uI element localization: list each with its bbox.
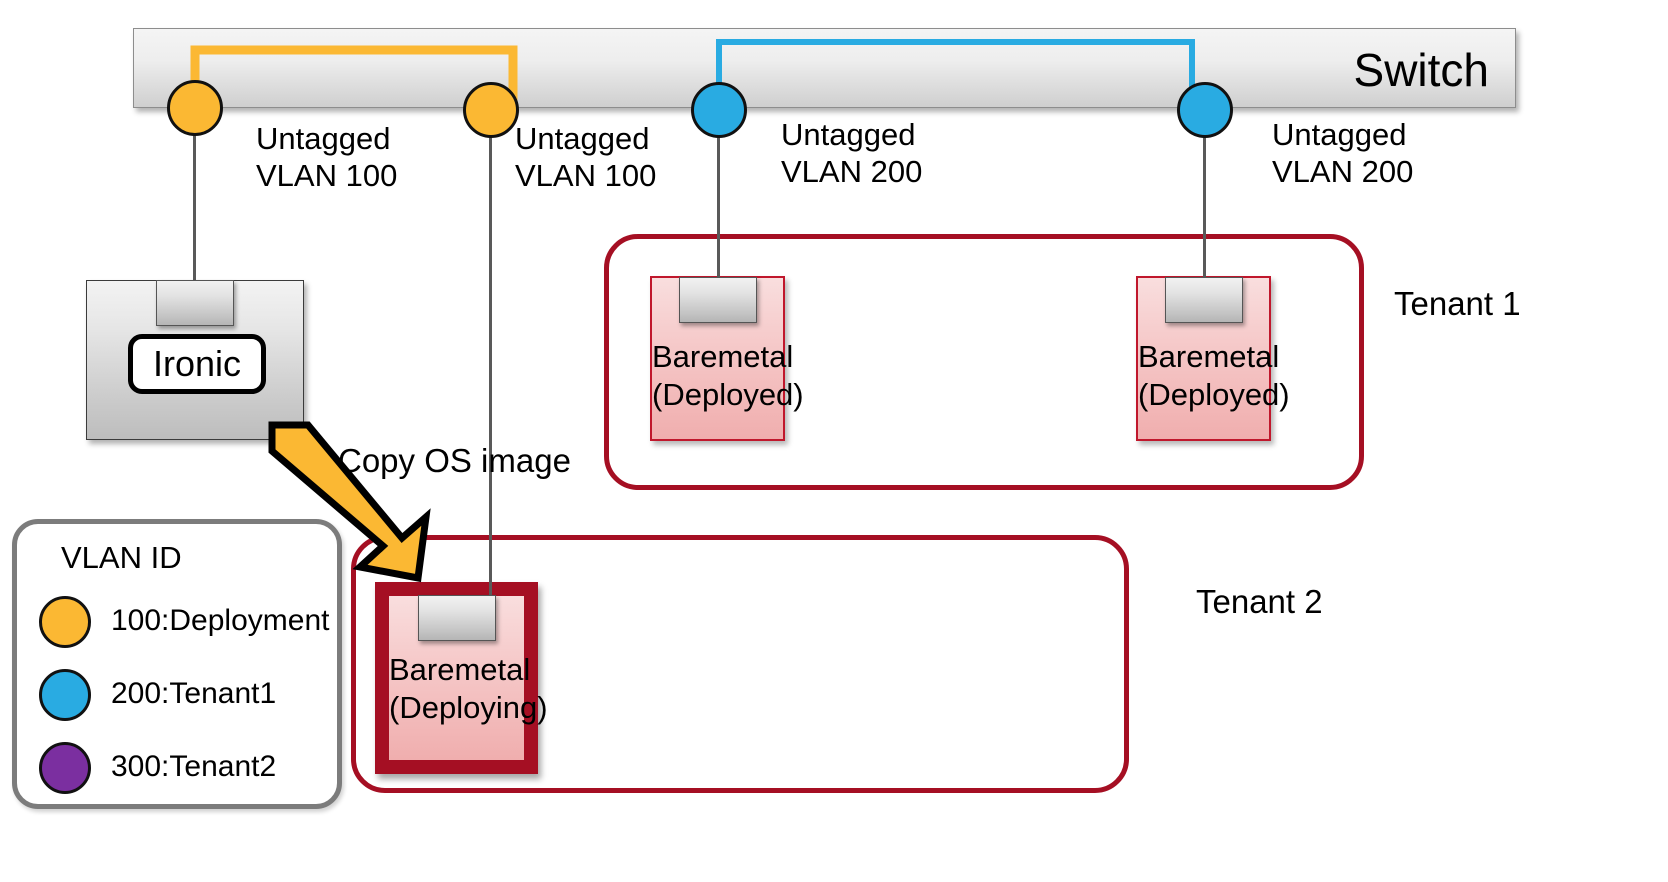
- switch-port-4[interactable]: [1177, 82, 1233, 138]
- port-1-label: Untagged VLAN 100: [256, 120, 397, 194]
- baremetal-node-1-name: Baremetal: [652, 339, 794, 374]
- vlan-legend: VLAN ID 100:Deployment 200:Tenant1 300:T…: [12, 519, 342, 809]
- tenant-2-container: [351, 535, 1129, 793]
- baremetal-node-3-state: (Deploying): [389, 690, 548, 725]
- baremetal-node-1[interactable]: Baremetal (Deployed): [650, 276, 804, 441]
- legend-dot-vlan-300-icon: [39, 742, 91, 794]
- switch-port-1[interactable]: [167, 80, 223, 136]
- baremetal-node-3[interactable]: Baremetal (Deploying): [375, 582, 548, 774]
- legend-item-200: 200:Tenant1: [39, 669, 339, 727]
- port-2-label-line1: Untagged: [515, 121, 650, 156]
- baremetal-node-1-nic-icon: [678, 277, 757, 323]
- tenant-1-container: [604, 234, 1364, 490]
- baremetal-node-2-nic-icon: [1164, 277, 1243, 323]
- legend-item-300: 300:Tenant2: [39, 742, 339, 800]
- tenant-1-label: Tenant 1: [1394, 285, 1521, 322]
- switch-chassis: Switch: [133, 28, 1516, 108]
- baremetal-node-2[interactable]: Baremetal (Deployed): [1136, 276, 1290, 441]
- switch-port-2[interactable]: [463, 82, 519, 138]
- baremetal-node-3-nic-icon: [417, 595, 496, 641]
- tenant-2-label: Tenant 2: [1196, 583, 1323, 620]
- copy-os-image-arrow-icon: [268, 421, 431, 583]
- cable-port3-to-baremetal-1: [717, 132, 720, 282]
- port-2-label: Untagged VLAN 100: [515, 120, 656, 194]
- baremetal-node-3-name: Baremetal: [389, 652, 531, 687]
- port-2-label-line2: VLAN 100: [515, 158, 657, 193]
- port-3-label-line1: Untagged: [781, 117, 916, 152]
- port-4-label-line1: Untagged: [1272, 117, 1407, 152]
- legend-title: VLAN ID: [61, 540, 182, 575]
- port-4-label: Untagged VLAN 200: [1272, 116, 1413, 190]
- legend-dot-vlan-100-icon: [39, 596, 91, 648]
- legend-dot-vlan-200-icon: [39, 669, 91, 721]
- copy-os-image-label: Copy OS image: [338, 442, 571, 479]
- ironic-service-label: Ironic: [128, 334, 266, 394]
- port-3-label-line2: VLAN 200: [781, 154, 923, 189]
- port-1-label-line1: Untagged: [256, 121, 391, 156]
- legend-item-100: 100:Deployment: [39, 596, 339, 654]
- baremetal-node-1-state: (Deployed): [652, 377, 804, 412]
- switch-label: Switch: [1353, 44, 1489, 96]
- legend-label-vlan-100: 100:Deployment: [111, 604, 330, 637]
- cable-port2-to-baremetal-deploying: [489, 132, 492, 602]
- switch-port-3[interactable]: [691, 82, 747, 138]
- port-4-label-line2: VLAN 200: [1272, 154, 1414, 189]
- legend-label-vlan-200: 200:Tenant1: [111, 677, 277, 710]
- baremetal-node-2-name: Baremetal: [1138, 339, 1280, 374]
- ironic-host[interactable]: Ironic: [86, 280, 304, 440]
- port-1-label-line2: VLAN 100: [256, 158, 398, 193]
- legend-label-vlan-300: 300:Tenant2: [111, 750, 277, 783]
- port-3-label: Untagged VLAN 200: [781, 116, 922, 190]
- cable-port1-to-ironic: [193, 130, 196, 285]
- baremetal-node-2-state: (Deployed): [1138, 377, 1290, 412]
- cable-port4-to-baremetal-2: [1203, 132, 1206, 282]
- ironic-nic-icon: [156, 280, 234, 326]
